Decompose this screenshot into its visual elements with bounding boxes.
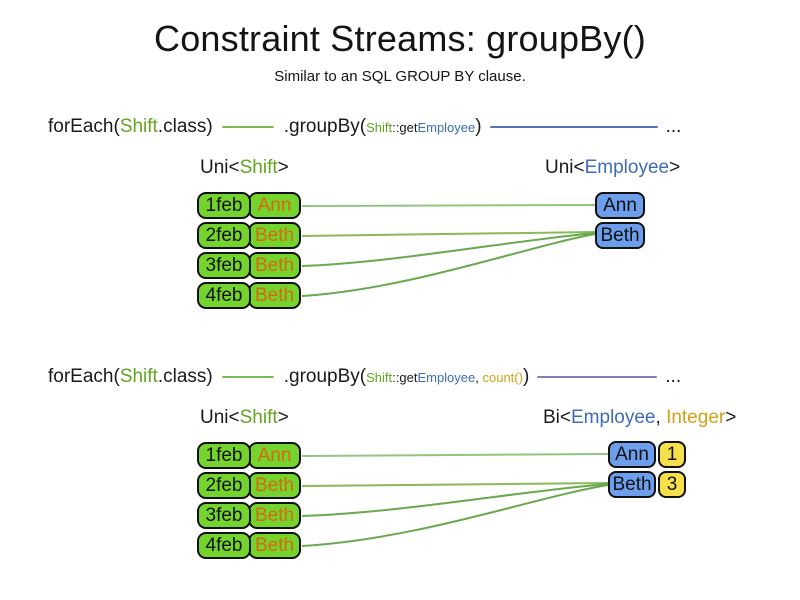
s2-connector-4feb-beth xyxy=(301,484,609,547)
s2-source-type-label: Uni<Shift> xyxy=(200,407,289,429)
shift-row: 1feb Ann xyxy=(197,442,301,469)
stream-line-blue xyxy=(489,126,658,128)
label-post: > xyxy=(277,157,289,178)
shift-row: 4feb Beth xyxy=(197,282,301,309)
shift-date-cell: 1feb xyxy=(197,442,251,469)
shift-row: 2feb Beth xyxy=(197,222,301,249)
code-ellipsis-token: ... xyxy=(665,116,682,137)
label-pre: Uni< xyxy=(200,407,240,428)
group-count-box: 1 xyxy=(658,441,686,468)
group-row: Ann 1 xyxy=(608,441,686,468)
s1-connector-3feb-beth xyxy=(301,232,596,267)
group-employee-box: Beth xyxy=(608,471,656,498)
shift-row: 3feb Beth xyxy=(197,252,301,279)
group-employee-box: Ann xyxy=(595,192,645,219)
group-row: Ann xyxy=(595,192,645,219)
shift-date-cell: 2feb xyxy=(197,222,251,249)
code-arg-employee-token: Employee xyxy=(417,370,476,385)
s2-group-column: Ann 1 Beth 3 xyxy=(608,441,686,498)
code-arg-getter-token: ::get xyxy=(392,120,418,135)
code-close-paren-token: ) xyxy=(522,366,530,387)
group-employee-box: Beth xyxy=(595,222,645,249)
code-class-close-token: .class) xyxy=(157,116,213,137)
code-arg-count-token: count() xyxy=(482,370,523,385)
label-employee-type: Employee xyxy=(584,157,670,178)
shift-row: 4feb Beth xyxy=(197,532,301,559)
s2-connector-3feb-beth xyxy=(301,483,609,517)
s1-shift-table: 1feb Ann 2feb Beth 3feb Beth 4feb Beth xyxy=(197,192,301,312)
code-ellipsis-token: ... xyxy=(665,366,682,387)
label-comma: , xyxy=(655,407,667,428)
code-shift-class-token: Shift xyxy=(119,366,158,387)
label-post: > xyxy=(725,407,737,428)
label-post: > xyxy=(277,407,289,428)
s2-result-type-label: Bi<Employee, Integer> xyxy=(543,407,736,429)
label-post: > xyxy=(669,157,681,178)
shift-employee-cell: Ann xyxy=(248,192,301,219)
code-arg-shift-token: Shift xyxy=(366,120,393,135)
group-employee-box: Ann xyxy=(608,441,656,468)
label-pre: Uni< xyxy=(545,157,585,178)
code-arg-employee-token: Employee xyxy=(417,120,476,135)
shift-date-cell: 3feb xyxy=(197,252,251,279)
group-count-box: 3 xyxy=(658,471,686,498)
s1-group-column: Ann Beth xyxy=(595,192,645,249)
s1-connector-4feb-beth xyxy=(301,233,596,297)
slide-title: Constraint Streams: groupBy() xyxy=(154,18,646,59)
shift-date-cell: 3feb xyxy=(197,502,251,529)
code-close-paren-token: ) xyxy=(475,116,482,137)
shift-row: 2feb Beth xyxy=(197,472,301,499)
shift-date-cell: 2feb xyxy=(197,472,251,499)
shift-employee-cell: Beth xyxy=(248,472,301,499)
code-class-close-token: .class) xyxy=(157,366,213,387)
shift-date-cell: 4feb xyxy=(197,532,251,559)
s2-connector-1feb-ann xyxy=(301,453,609,457)
shift-date-cell: 1feb xyxy=(197,192,251,219)
code-groupby-token: .groupBy( xyxy=(283,116,367,137)
label-shift-type: Shift xyxy=(239,157,278,178)
group-row: Beth xyxy=(595,222,645,249)
shift-employee-cell: Beth xyxy=(248,252,301,279)
code-groupby-token: .groupBy( xyxy=(283,366,367,387)
s1-connector-1feb-ann xyxy=(301,204,596,207)
shift-employee-cell: Ann xyxy=(248,442,301,469)
shift-employee-cell: Beth xyxy=(248,532,301,559)
label-pre: Uni< xyxy=(200,157,240,178)
code-arg-getter-token: ::get xyxy=(392,370,418,385)
s1-source-type-label: Uni<Shift> xyxy=(200,157,289,179)
code-foreach-token: forEach( xyxy=(48,116,120,137)
stream-line-purple xyxy=(537,376,658,378)
shift-employee-cell: Beth xyxy=(248,282,301,309)
shift-date-cell: 4feb xyxy=(197,282,251,309)
code-foreach-token: forEach( xyxy=(48,366,120,387)
s2-connector-2feb-beth xyxy=(301,482,609,487)
stream-line-green xyxy=(221,126,274,128)
code-arg-comma-token: , xyxy=(475,370,483,385)
shift-row: 1feb Ann xyxy=(197,192,301,219)
code-shift-class-token: Shift xyxy=(119,116,158,137)
s2-shift-table: 1feb Ann 2feb Beth 3feb Beth 4feb Beth xyxy=(197,442,301,562)
group-row: Beth 3 xyxy=(608,471,686,498)
slide-subtitle: Similar to an SQL GROUP BY clause. xyxy=(274,68,526,85)
stream-line-green xyxy=(221,376,274,378)
shift-employee-cell: Beth xyxy=(248,222,301,249)
label-integer-type: Integer xyxy=(666,407,726,428)
s1-result-type-label: Uni<Employee> xyxy=(545,157,680,179)
shift-employee-cell: Beth xyxy=(248,502,301,529)
label-shift-type: Shift xyxy=(239,407,278,428)
s1-connector-2feb-beth xyxy=(301,231,596,237)
code-arg-shift-token: Shift xyxy=(366,370,393,385)
shift-row: 3feb Beth xyxy=(197,502,301,529)
label-pre: Bi< xyxy=(543,407,571,428)
label-employee-type: Employee xyxy=(571,407,656,428)
